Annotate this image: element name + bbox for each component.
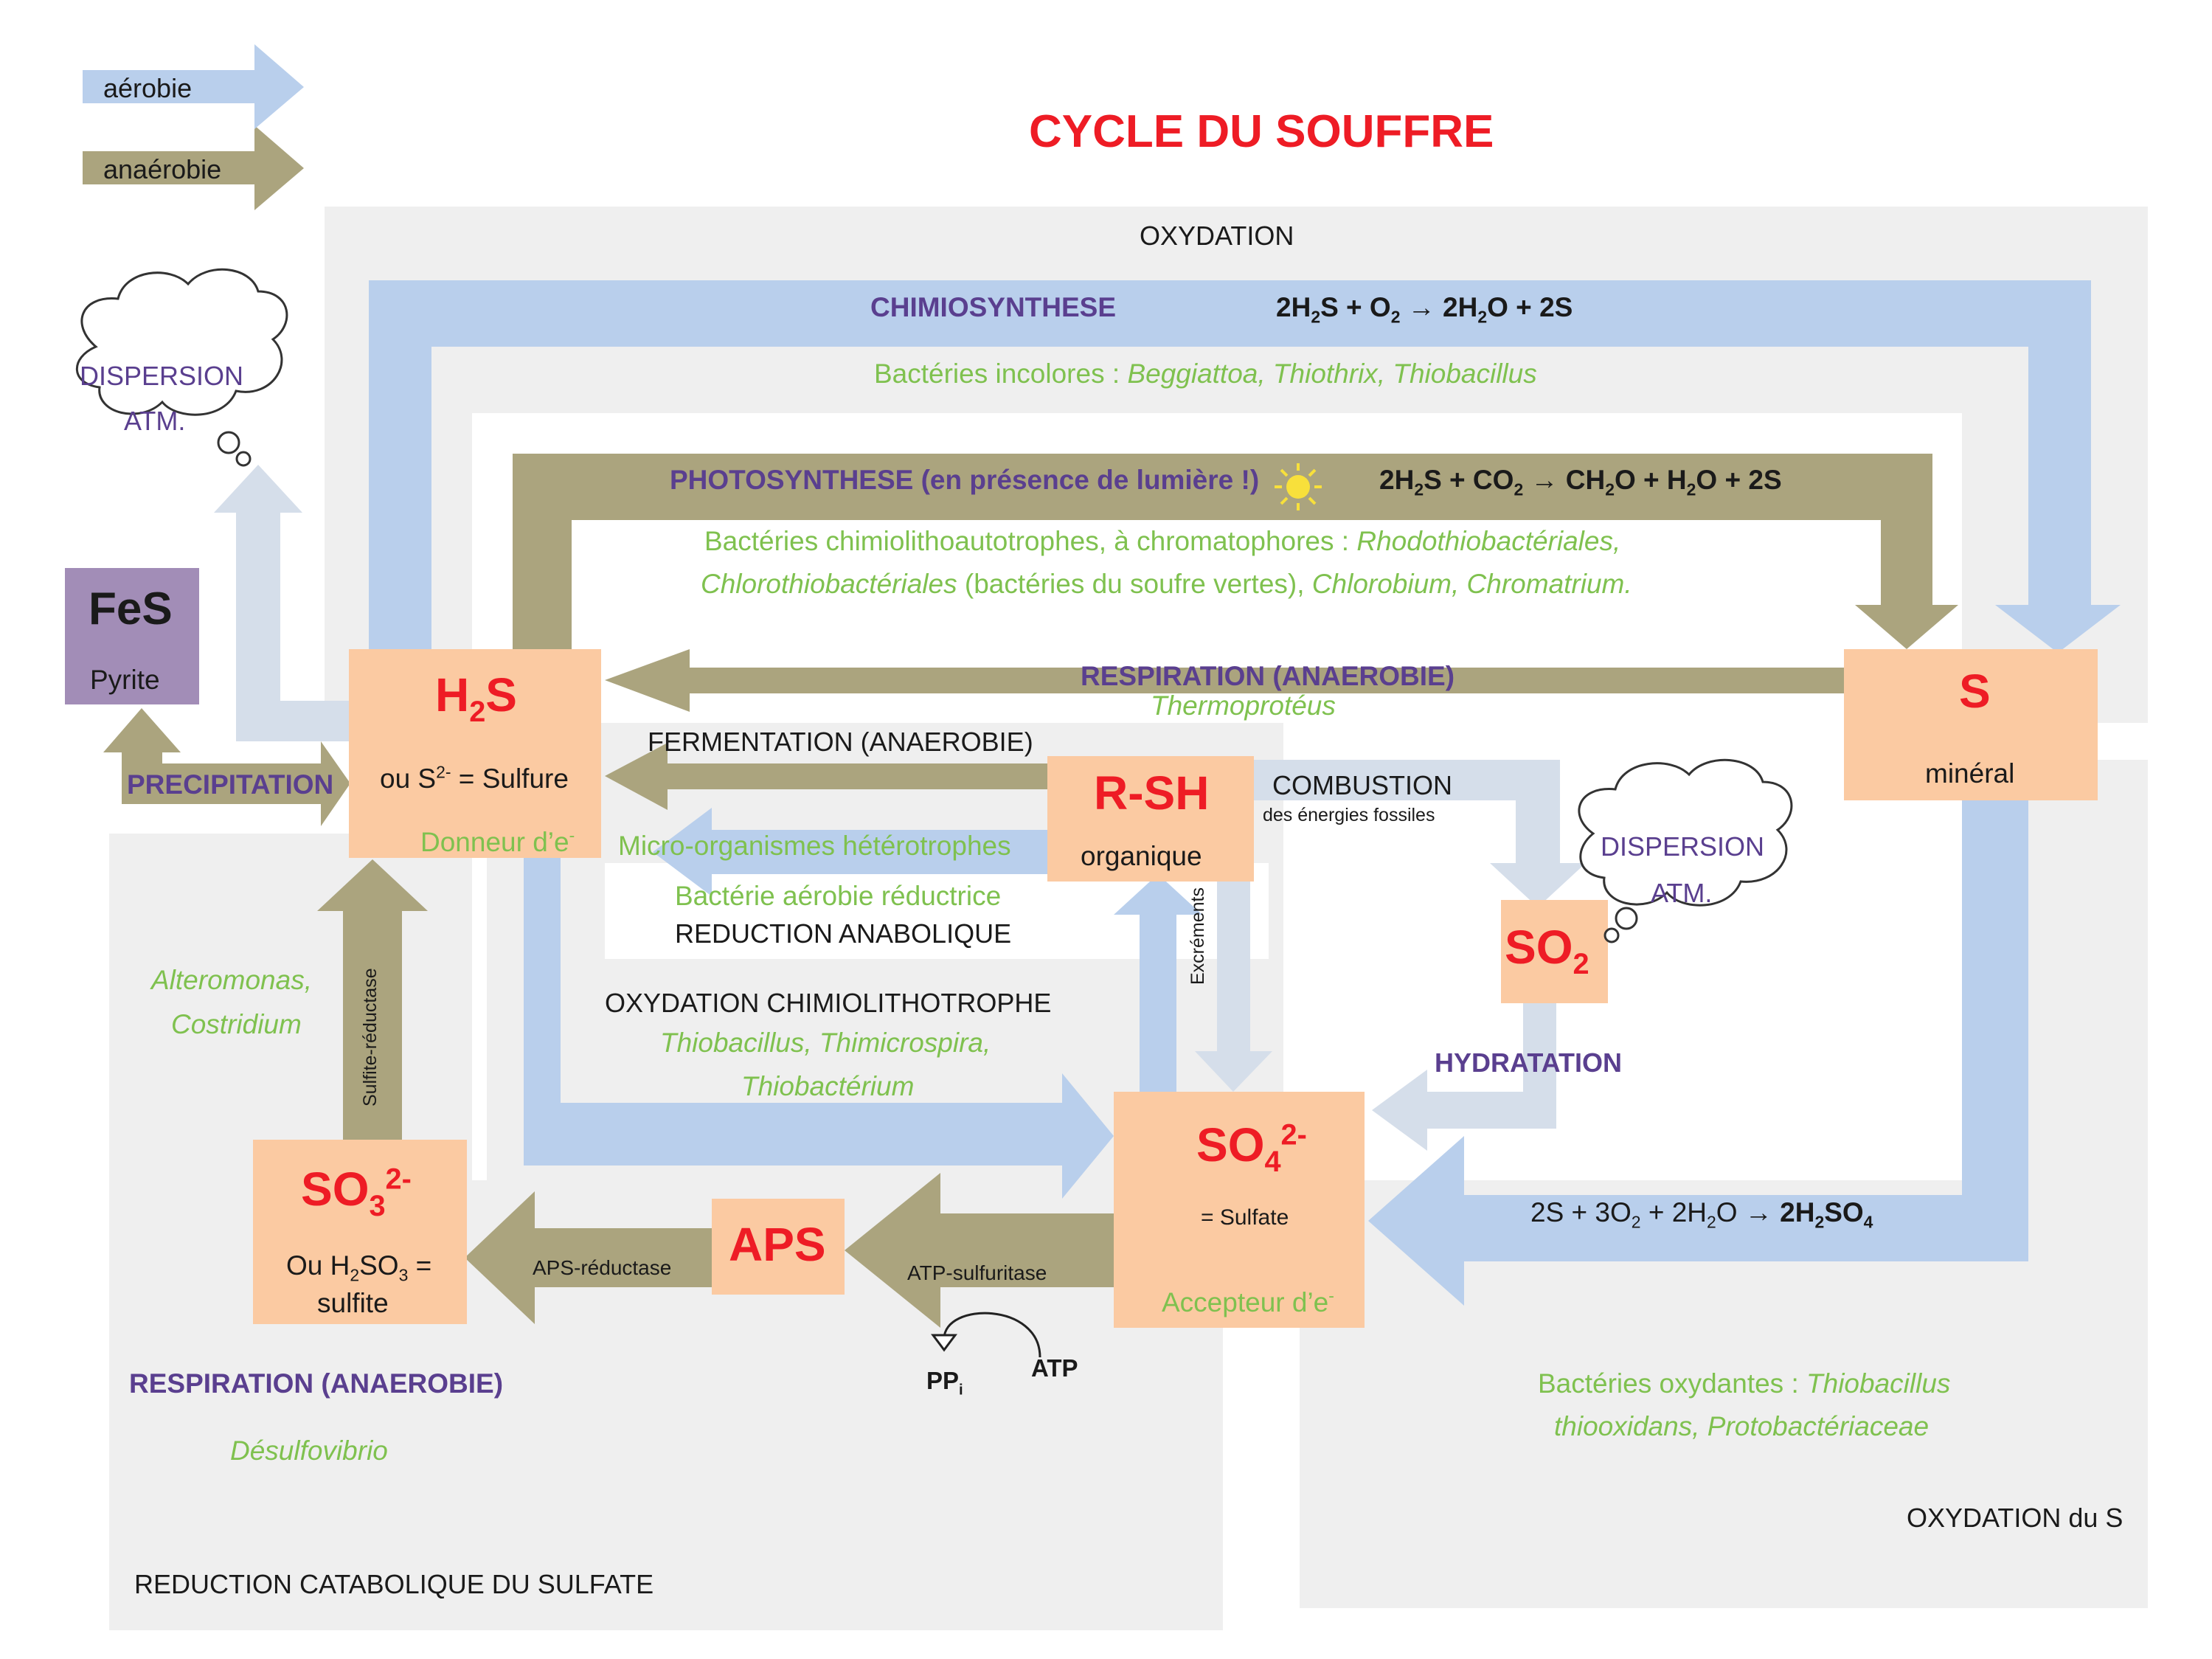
- chemolitho-species-line1: Thiobacillus, Thimicrospira,: [660, 1028, 991, 1058]
- rsh-box: [1047, 756, 1254, 882]
- chemosynthesis-equation: 2H2S + O2 → 2H2O + 2S: [1276, 292, 1573, 327]
- atp-sulfurylase-label: ATP-sulfuritase: [907, 1261, 1047, 1284]
- h2s-donor: Donneur d’e-: [420, 825, 575, 857]
- atp-cycle-arrow: [931, 1312, 1041, 1358]
- chemolitho-species-line2: Thiobactérium: [741, 1071, 915, 1101]
- aps-reductase-label: APS-réductase: [533, 1256, 672, 1279]
- excrements-arrow: [1195, 874, 1272, 1092]
- region-oxidation-label: OXYDATION: [1140, 221, 1294, 251]
- heterotrophs-label: Micro-organismes hétérotrophes: [618, 831, 1011, 861]
- legend-aerobic-label: aérobie: [103, 73, 193, 103]
- region-sulfur-oxidation-label: OXYDATION du S: [1907, 1503, 2123, 1533]
- h2s-formula: H2S: [435, 668, 517, 728]
- combustion-label: COMBUSTION: [1272, 770, 1453, 800]
- hydration-label: HYDRATATION: [1435, 1047, 1622, 1078]
- aps-label: APS: [729, 1218, 826, 1271]
- cloud-left: [75, 268, 288, 467]
- legend-anaerobic-arrow: [83, 125, 304, 210]
- cloud-right: [1578, 758, 1793, 943]
- respiration-bottom-label: RESPIRATION (ANAEROBIE): [129, 1368, 504, 1399]
- legend-aerobic-arrow: [83, 44, 304, 129]
- dispersion-left-arrow: [214, 465, 350, 741]
- respiration-bottom-species: Désulfovibrio: [230, 1435, 388, 1466]
- hydration-arrow: [1372, 1003, 1556, 1151]
- cloud-right-line2: ATM.: [1651, 878, 1713, 908]
- oxidizing-bacteria-line2: thiooxidans, Protobactériaceae: [1554, 1411, 1930, 1441]
- so3-label-line2: sulfite: [317, 1288, 389, 1318]
- cloud-right-line1: DISPERSION: [1601, 831, 1765, 862]
- precipitation-label: PRECIPITATION: [127, 769, 334, 800]
- nodes: [65, 568, 2098, 1328]
- so2-box: [1501, 900, 1608, 1003]
- chemolitho-label: OXYDATION CHIMIOLITHOTROPHE: [605, 988, 1052, 1018]
- aerobic-arrows: [369, 280, 2121, 1306]
- alteromonas-line1: Alteromonas,: [151, 965, 312, 995]
- photosynthesis-label: PHOTOSYNTHESE (en présence de lumière !): [670, 465, 1260, 495]
- so4-label: = Sulfate: [1201, 1205, 1289, 1230]
- legend-anaerobic-label: anaérobie: [103, 154, 222, 184]
- rsh-label: organique: [1081, 841, 1202, 871]
- aerobic-reducer-label: Bactérie aérobie réductrice: [675, 881, 1002, 911]
- oxidizing-bacteria-line1: Bactéries oxydantes : Thiobacillus: [1538, 1368, 1951, 1399]
- aps-reductase-arrow: [465, 1191, 712, 1324]
- fes-label: Pyrite: [90, 665, 160, 695]
- so3-formula: SO32-: [301, 1163, 412, 1222]
- light-arrows: [214, 465, 1586, 1151]
- chemolitho-oxidation-arrow: [524, 856, 1114, 1199]
- s-box: [1844, 649, 2098, 800]
- respiration-top-label: RESPIRATION (ANAEROBIE): [1081, 661, 1455, 691]
- precipitation-arrow: [103, 708, 350, 826]
- so3-label-line1: Ou H2SO3 =: [286, 1250, 432, 1285]
- s-formula: S: [1959, 665, 1991, 718]
- chemosynthesis-arrow: [369, 280, 2121, 653]
- sulfur-to-sulfate-arrow: [1368, 800, 2028, 1306]
- region-catabolic-reduction-label: REDUCTION CATABOLIQUE DU SULFATE: [134, 1569, 654, 1599]
- sulfite-reductase-label: Sulfite-réductase: [360, 968, 381, 1106]
- h2s-label: ou S2- = Sulfure: [380, 762, 569, 794]
- atp-sulfurylase-arrow: [845, 1173, 1114, 1328]
- h2s-box: [349, 649, 601, 858]
- alteromonas-line2: Costridium: [171, 1009, 302, 1039]
- sulfite-reductase-arrow: [317, 859, 428, 1140]
- photosynthesis-arrow: [513, 454, 1958, 649]
- s-label: minéral: [1925, 758, 2015, 789]
- photosynthesis-equation: 2H2S + CO2 → CH2O + H2O + 2S: [1379, 465, 1782, 499]
- combustion-arrow: [1254, 760, 1586, 907]
- so3-box: [253, 1140, 467, 1324]
- chemosynthesis-bacteria: Bactéries incolores : Beggiattoa, Thioth…: [874, 359, 1537, 389]
- excrements-label: Excréments: [1188, 887, 1208, 985]
- fes-box: [65, 568, 199, 704]
- cloud-left-line2: ATM.: [124, 406, 186, 436]
- photosynthesis-bacteria-line1: Bactéries chimiolithoautotrophes, à chro…: [704, 526, 1621, 556]
- so4-formula: SO42-: [1196, 1118, 1307, 1178]
- anaerobic-arrows: [83, 125, 1958, 1328]
- chemosynthesis-label: CHIMIOSYNTHESE: [870, 292, 1117, 322]
- fermentation-label: FERMENTATION (ANAEROBIE): [648, 727, 1033, 757]
- sun-icon: [1275, 463, 1322, 510]
- rsh-formula: R-SH: [1094, 766, 1210, 820]
- anabolic-reduction-label: REDUCTION ANABOLIQUE: [675, 918, 1012, 949]
- diagram-title: CYCLE DU SOUFFRE: [1029, 106, 1494, 157]
- atp-label: ATP: [1031, 1354, 1078, 1382]
- so2-formula: SO2: [1505, 921, 1589, 980]
- so4-acceptor: Accepteur d’e-: [1162, 1286, 1334, 1317]
- combustion-sub: des énergies fossiles: [1263, 805, 1435, 825]
- heterotroph-arrow: [653, 808, 1047, 896]
- cloud-left-line1: DISPERSION: [80, 361, 244, 391]
- ppi-label: PPi: [926, 1367, 963, 1399]
- fermentation-arrow: [605, 743, 1047, 810]
- photosynthesis-bacteria-line2: Chlorothiobactériales (bactéries du souf…: [701, 569, 1632, 599]
- respiration-top-species: Thermoprotéus: [1151, 690, 1336, 721]
- aps-box: [712, 1199, 845, 1295]
- so4-box: [1114, 1092, 1365, 1328]
- sulfuric-equation: 2S + 3O2 + 2H2O → 2H2SO4: [1530, 1197, 1873, 1232]
- sulfate-to-rsh-arrow: [1114, 874, 1202, 1092]
- respiration-top-arrow: [605, 649, 1844, 712]
- fes-formula: FeS: [89, 583, 173, 634]
